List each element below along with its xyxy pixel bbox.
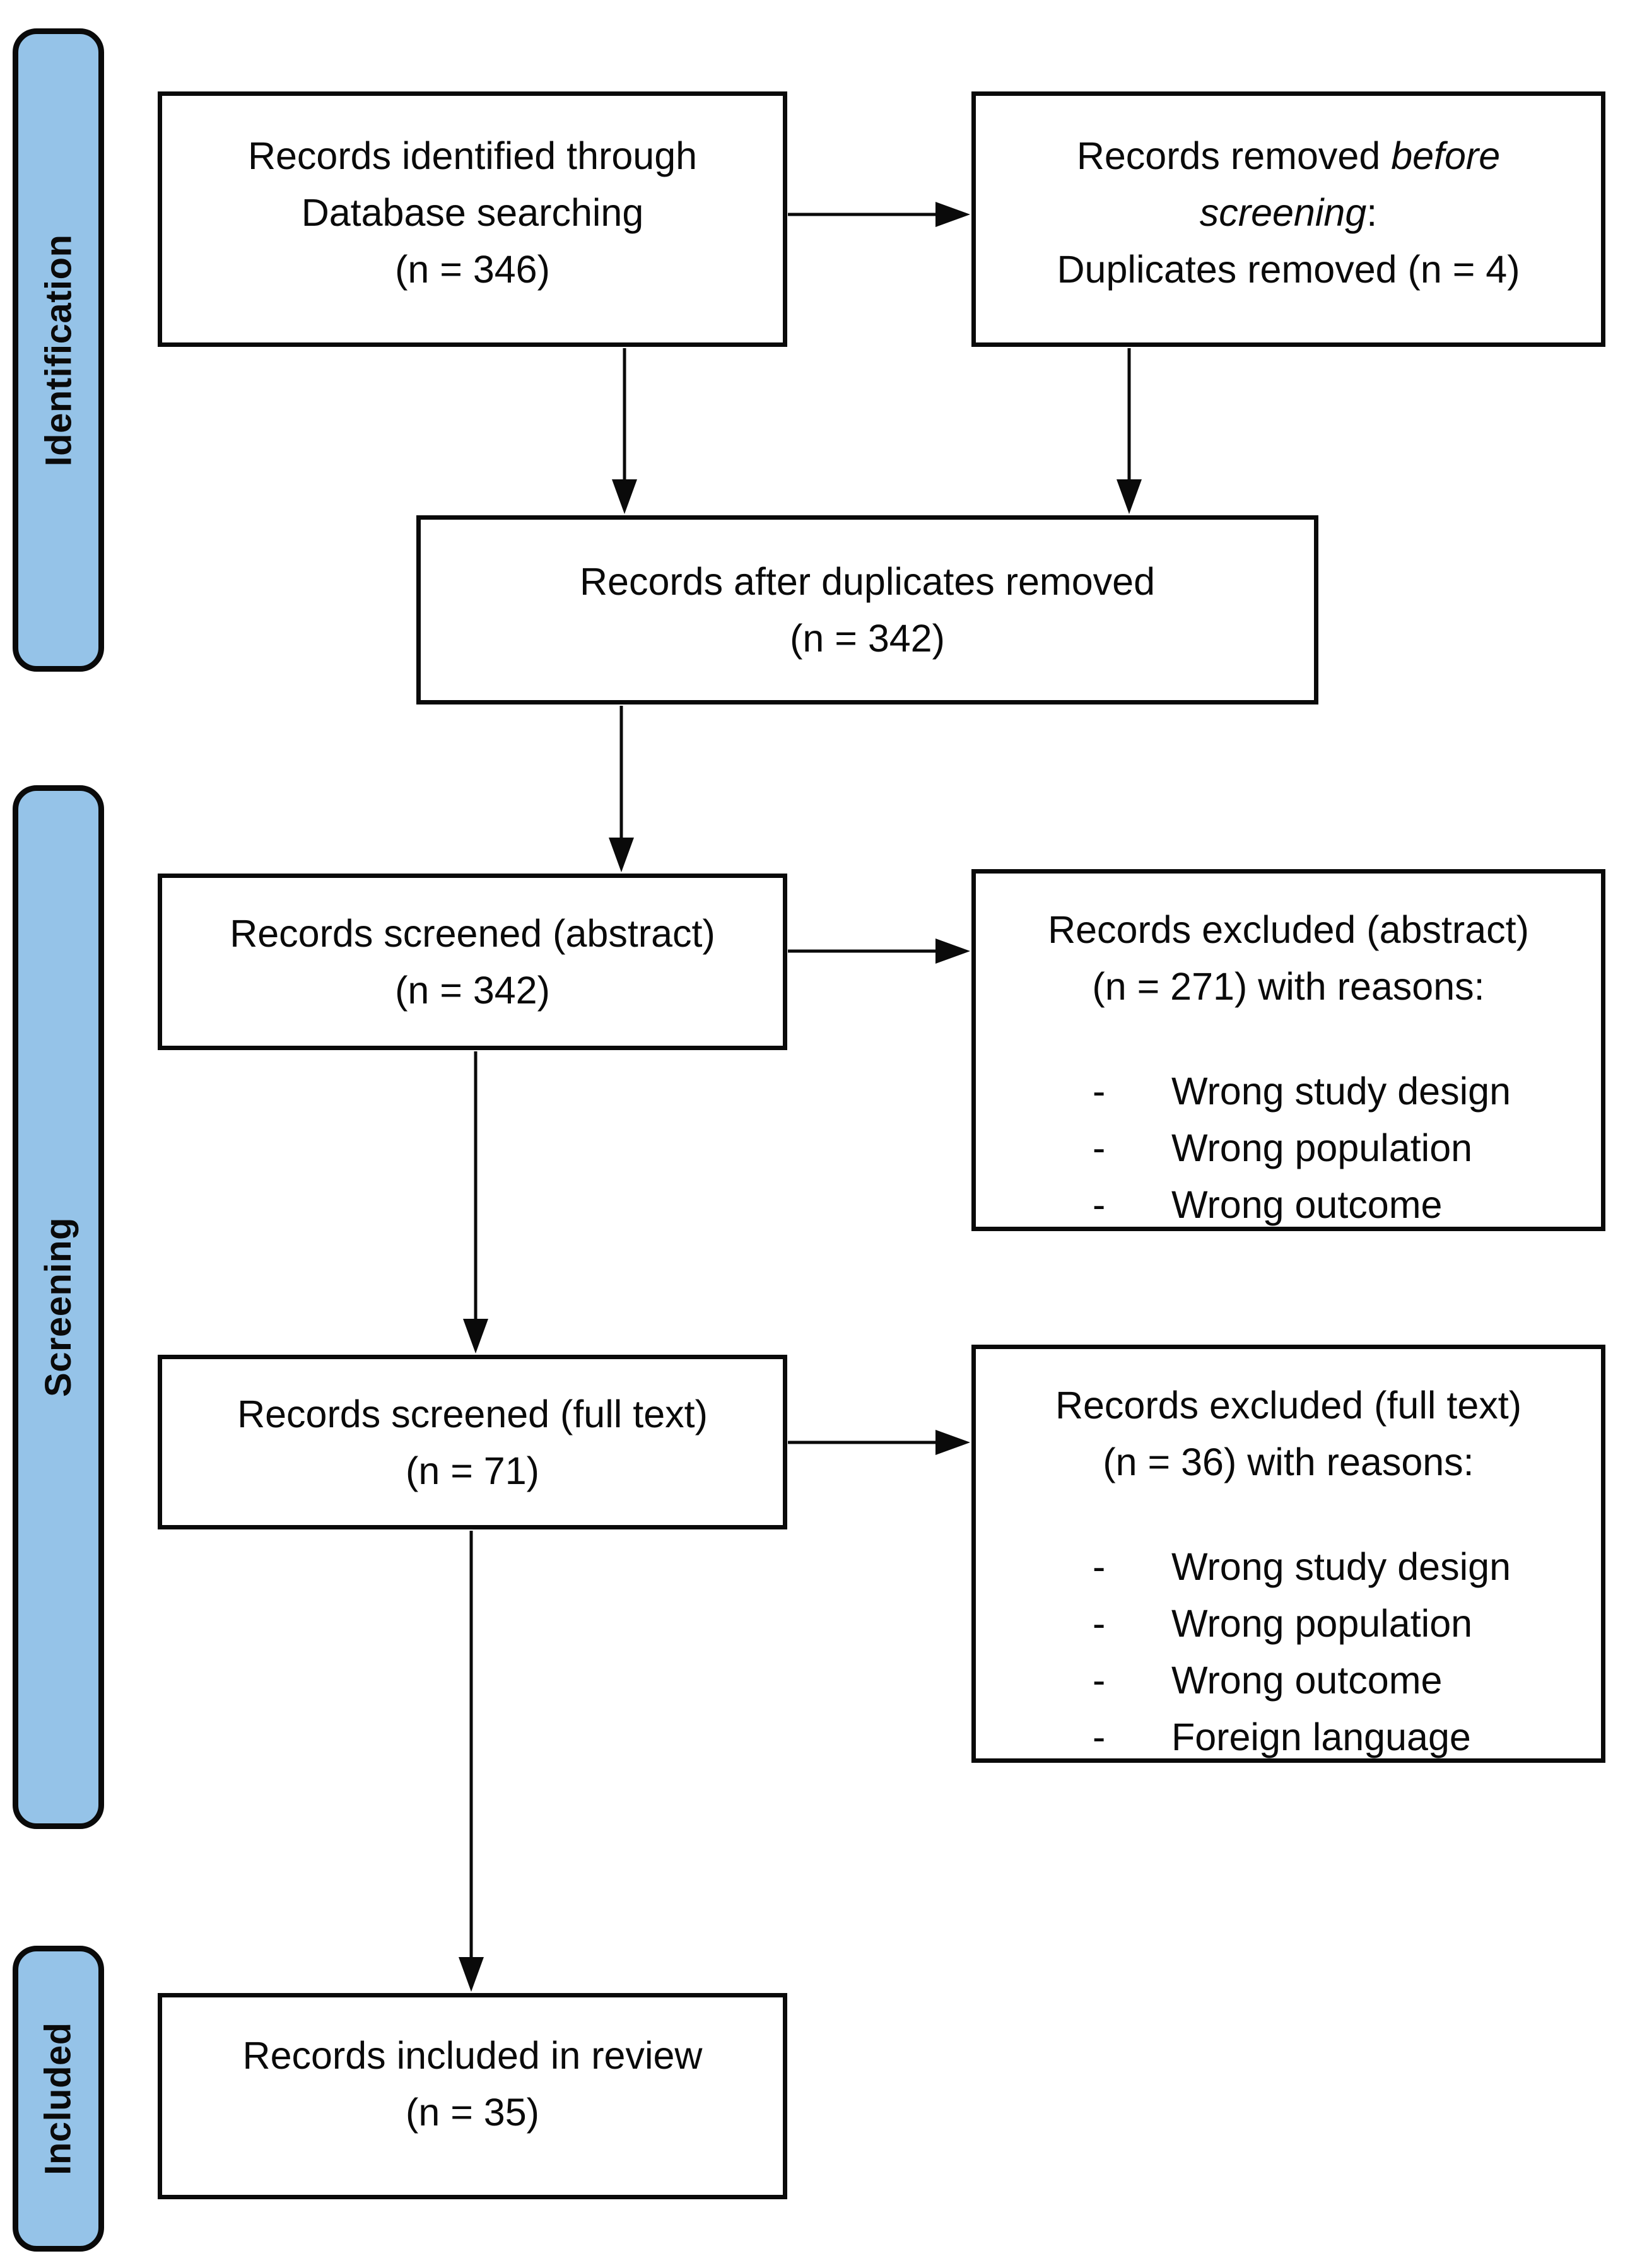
box-text-line: (n = 36) with reasons: [1103,1441,1474,1483]
box-text-line: screening: [1199,191,1378,234]
box-text-line: (n = 342) [395,969,550,1012]
exclusion-reasons-list: -Wrong study design -Wrong population -W… [976,1063,1601,1233]
exclusion-reason-item: -Wrong study design [1093,1070,1511,1113]
stage-bar-included: Included [13,1946,104,2252]
exclusion-reason-item: -Foreign language [1093,1716,1471,1758]
box-text-line: Records included in review [242,2033,703,2077]
exclusion-reasons-list: -Wrong study design -Wrong population -W… [976,1538,1601,1765]
box-records-excluded-fulltext: Records excluded (full text) (n = 36) wi… [971,1345,1605,1763]
exclusion-reason-item: -Wrong outcome [1093,1659,1443,1702]
box-text-line: (n = 346) [395,248,550,291]
stage-bar-screening: Screening [13,785,104,1829]
box-records-excluded-abstract: Records excluded (abstract) (n = 271) wi… [971,869,1605,1231]
box-text-line: Records removed before [1076,134,1501,177]
box-text-line: (n = 35) [406,2090,539,2134]
exclusion-reason-item: -Wrong population [1093,1126,1473,1169]
stage-bar-identification: Identification [13,28,104,672]
exclusion-reason-item: -Wrong outcome [1093,1183,1443,1226]
box-records-screened-abstract: Records screened (abstract) (n = 342) [158,874,787,1050]
exclusion-reason-item: -Wrong population [1093,1602,1473,1645]
box-records-included-review: Records included in review (n = 35) [158,1993,787,2199]
box-text-line: Records excluded (abstract) [1048,908,1529,951]
box-text-line: Records identified through [247,134,698,177]
box-text-line: (n = 271) with reasons: [1092,965,1485,1008]
box-records-after-duplicates: Records after duplicates removed (n = 34… [416,515,1318,704]
stage-label-identification: Identification [38,234,79,466]
box-records-screened-fulltext: Records screened (full text) (n = 71) [158,1355,787,1529]
box-records-identified: Records identified through Database sear… [158,91,787,347]
exclusion-reason-item: -Wrong study design [1093,1545,1511,1588]
box-text-line: Records screened (full text) [237,1392,708,1435]
stage-label-included: Included [38,2022,79,2175]
stage-label-screening: Screening [38,1217,79,1397]
box-text-line: Records screened (abstract) [230,912,715,955]
box-records-removed-before-screening: Records removed before screening: Duplic… [971,91,1605,347]
box-text-line: (n = 71) [406,1449,539,1492]
box-text-line: Database searching [301,191,644,234]
box-text-line: (n = 342) [790,617,945,660]
box-text-line: Records excluded (full text) [1055,1384,1522,1427]
box-text-line: Duplicates removed (n = 4) [1057,248,1520,291]
box-text-line: Records after duplicates removed [579,560,1156,603]
